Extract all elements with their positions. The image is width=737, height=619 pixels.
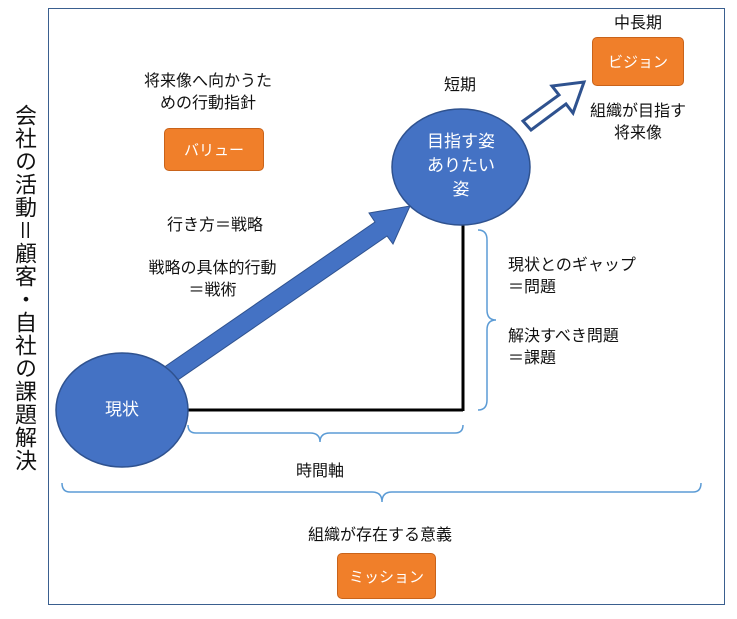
strategy-label: 行き方＝戦略 bbox=[166, 215, 263, 234]
mid-long-term-label: 中長期 bbox=[613, 13, 662, 32]
current-circle bbox=[55, 352, 189, 468]
tactics-label: 戦略の具体的行動 ＝戦術 bbox=[148, 258, 277, 299]
diagram-frame bbox=[48, 8, 725, 605]
issue-label: 解決すべき問題 ＝課題 bbox=[508, 326, 619, 367]
goal-node-label: 目指す姿 ありたい 姿 bbox=[427, 132, 495, 200]
value-box: バリュー bbox=[164, 128, 264, 171]
mission-box: ミッション bbox=[337, 553, 436, 599]
gap-brace bbox=[477, 229, 497, 411]
vision-box: ビジョン bbox=[592, 37, 684, 86]
value-caption: 将来像へ向かうた めの行動指針 bbox=[143, 71, 272, 112]
time-axis-label: 時間軸 bbox=[295, 461, 344, 480]
strategy-arrow bbox=[159, 205, 411, 385]
vision-arrow bbox=[520, 80, 587, 133]
short-term-label: 短期 bbox=[443, 75, 476, 94]
mission-brace bbox=[61, 482, 702, 503]
vertical-title: 会社の活動＝顧客・自社の課題解決 bbox=[11, 104, 36, 473]
mission-caption: 組織が存在する意義 bbox=[307, 525, 452, 544]
vision-caption: 組織が目指す 将来像 bbox=[589, 101, 686, 142]
time-axis-brace bbox=[187, 424, 464, 443]
goal-circle bbox=[391, 108, 531, 226]
gap-label: 現状とのギャップ ＝問題 bbox=[508, 255, 636, 296]
current-node-label: 現状 bbox=[105, 400, 139, 420]
